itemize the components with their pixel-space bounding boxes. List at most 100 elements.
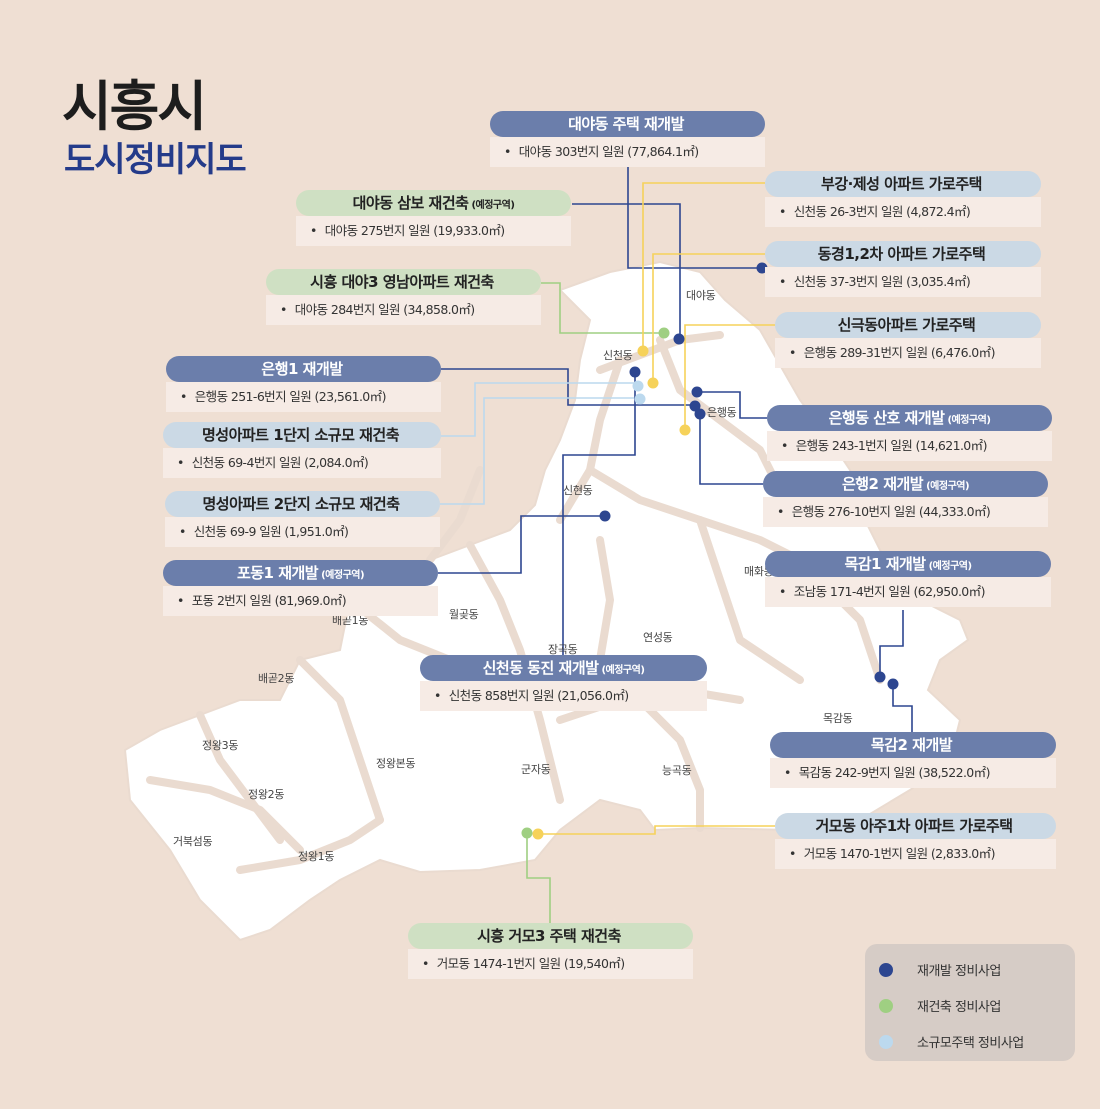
bullet-icon: • [177, 455, 184, 470]
project-title: 신극동아파트 가로주택 [775, 312, 1041, 338]
project-title: 명성아파트 2단지 소규모 재건축 [165, 491, 440, 517]
site-marker [634, 393, 646, 405]
project-card: 시흥 거모3 주택 재건축 • 거모동 1474-1번지 일원 (19,540㎡) [408, 923, 693, 979]
district-label: 군자동 [521, 763, 551, 776]
project-title: 은행2 재개발(예정구역) [763, 471, 1048, 497]
bullet-icon: • [434, 688, 441, 703]
project-location-text: 신천동 37-3번지 일원 (3,035.4㎡) [793, 274, 971, 289]
project-tag: (예정구역) [321, 570, 365, 581]
project-location-text: 신천동 26-3번지 일원 (4,872.4㎡) [793, 204, 971, 219]
project-card: 신극동아파트 가로주택•은행동 289-31번지 일원 (6,476.0㎡) [775, 312, 1041, 368]
connector-line [441, 368, 697, 406]
project-card: 신천동 동진 재개발(예정구역)•신천동 858번지 일원 (21,056.0㎡… [420, 655, 707, 711]
project-tag: (예정구역) [601, 665, 645, 676]
connector-line [541, 282, 664, 334]
district-label: 연성동 [643, 631, 673, 644]
project-title: 시흥 대야3 영남아파트 재건축 [266, 269, 541, 295]
project-card: 포동1 재개발(예정구역)•포동 2번지 일원 (81,969.0㎡) [163, 560, 438, 616]
project-title-text: 거모동 아주1차 아파트 가로주택 [815, 817, 1013, 835]
project-title: 목감1 재개발(예정구역) [765, 551, 1051, 577]
project-location-text: 조남동 171-4번지 일원 (62,950.0㎡) [793, 584, 986, 599]
project-title-text: 은행동 산호 재개발 [828, 409, 945, 427]
legend: 재개발 정비사업 재건축 정비사업 소규모주택 정비사업 [865, 944, 1075, 1061]
project-location: •목감동 242-9번지 일원 (38,522.0㎡) [770, 758, 1056, 788]
project-title: 시흥 거모3 주택 재건축 [408, 923, 693, 949]
district-label: 신현동 [563, 484, 593, 497]
project-location-text: 은행동 251-6번지 일원 (23,561.0㎡) [194, 389, 387, 404]
bullet-icon: • [177, 593, 184, 608]
project-location: • 대야동 275번지 일원 (19,933.0㎡) [296, 216, 571, 246]
project-location: • 신천동 26-3번지 일원 (4,872.4㎡) [765, 197, 1041, 227]
project-title-text: 부강·제성 아파트 가로주택 [821, 175, 982, 193]
site-marker [647, 377, 659, 389]
project-card: 목감1 재개발(예정구역) • 조남동 171-4번지 일원 (62,950.0㎡) [765, 551, 1051, 607]
project-location: •대야동 303번지 일원 (77,864.1㎡) [490, 137, 765, 167]
site-marker [599, 510, 611, 522]
project-title-text: 목감1 재개발 [844, 555, 926, 573]
project-title-text: 동경1,2차 아파트 가로주택 [817, 245, 986, 263]
reconstruct-dot-icon [879, 998, 893, 1013]
site-marker [632, 380, 644, 392]
connector-line [892, 684, 913, 732]
bullet-icon: • [422, 956, 429, 971]
project-location-text: 거모동 1474-1번지 일원 (19,540㎡) [436, 956, 625, 971]
site-marker [691, 386, 703, 398]
project-location-text: 은행동 289-31번지 일원 (6,476.0㎡) [803, 345, 996, 360]
connector-line [526, 834, 551, 923]
project-card: 대야동 삼보 재건축(예정구역) • 대야동 275번지 일원 (19,933.0㎡… [296, 190, 571, 246]
bullet-icon: • [779, 584, 786, 599]
bullet-icon: • [779, 204, 786, 219]
project-card: 목감2 재개발 •목감동 242-9번지 일원 (38,522.0㎡) [770, 732, 1056, 788]
legend-item-reconstruct: 재건축 정비사업 [879, 996, 1001, 1016]
site-marker [673, 333, 685, 345]
district-label: 은행동 [707, 406, 737, 419]
project-card: 시흥 대야3 영남아파트 재건축•대야동 284번지 일원 (34,858.0㎡… [266, 269, 541, 325]
site-marker [679, 424, 691, 436]
connector-line [697, 391, 767, 419]
project-title: 대야동 주택 재개발 [490, 111, 765, 137]
bullet-icon: • [784, 765, 791, 780]
project-tag: (예정구역) [471, 200, 515, 211]
legend-item-smallscale: 소규모주택 정비사업 [879, 1032, 1024, 1052]
project-location: •은행동 243-1번지 일원 (14,621.0㎡) [767, 431, 1052, 461]
project-title-text: 대야동 삼보 재건축 [352, 194, 469, 212]
project-title-text: 대야동 주택 재개발 [568, 115, 684, 133]
site-marker [629, 366, 641, 378]
project-location: •은행동 276-10번지 일원 (44,333.0㎡) [763, 497, 1048, 527]
bullet-icon: • [310, 223, 317, 238]
project-card: 동경1,2차 아파트 가로주택•신천동 37-3번지 일원 (3,035.4㎡) [765, 241, 1041, 297]
district-label: 배곧2동 [258, 672, 295, 685]
project-title: 부강·제성 아파트 가로주택 [765, 171, 1041, 197]
site-marker [694, 408, 706, 420]
connector-line [699, 414, 763, 485]
project-title-text: 목감2 재개발 [870, 736, 953, 754]
page-subtitle: 도시정비지도 [64, 140, 247, 180]
project-location-text: 은행동 243-1번지 일원 (14,621.0㎡) [795, 438, 988, 453]
project-location-text: 대야동 284번지 일원 (34,858.0㎡) [294, 302, 475, 317]
bullet-icon: • [179, 524, 186, 539]
project-card: 명성아파트 1단지 소규모 재건축•신천동 69-4번지 일원 (2,084.0… [163, 422, 441, 478]
project-card: 거모동 아주1차 아파트 가로주택•거모동 1470-1번지 일원 (2,833… [775, 813, 1056, 869]
project-card: 은행동 산호 재개발(예정구역)•은행동 243-1번지 일원 (14,621.… [767, 405, 1052, 461]
project-location-text: 대야동 275번지 일원 (19,933.0㎡) [324, 223, 505, 238]
redevelop-dot-icon [879, 962, 893, 977]
project-title: 동경1,2차 아파트 가로주택 [765, 241, 1041, 267]
project-tag: (예정구역) [926, 481, 970, 492]
legend-item-redevelop: 재개발 정비사업 [879, 960, 1001, 980]
project-title: 목감2 재개발 [770, 732, 1056, 758]
connector-line [652, 253, 765, 383]
district-label: 신천동 [603, 349, 633, 362]
project-title: 명성아파트 1단지 소규모 재건축 [163, 422, 441, 448]
project-title-text: 명성아파트 2단지 소규모 재건축 [202, 495, 400, 513]
project-title-text: 명성아파트 1단지 소규모 재건축 [201, 426, 400, 444]
project-title: 신천동 동진 재개발(예정구역) [420, 655, 707, 681]
site-marker [637, 345, 649, 357]
site-marker [874, 671, 886, 683]
project-location-text: 대야동 303번지 일원 (77,864.1㎡) [518, 144, 699, 159]
project-title: 포동1 재개발(예정구역) [163, 560, 438, 586]
connector-line [572, 203, 681, 338]
bullet-icon: • [789, 846, 796, 861]
project-location-text: 신천동 69-9 일원 (1,951.0㎡) [193, 524, 349, 539]
district-label: 정왕1동 [298, 850, 335, 863]
bullet-icon: • [180, 389, 187, 404]
